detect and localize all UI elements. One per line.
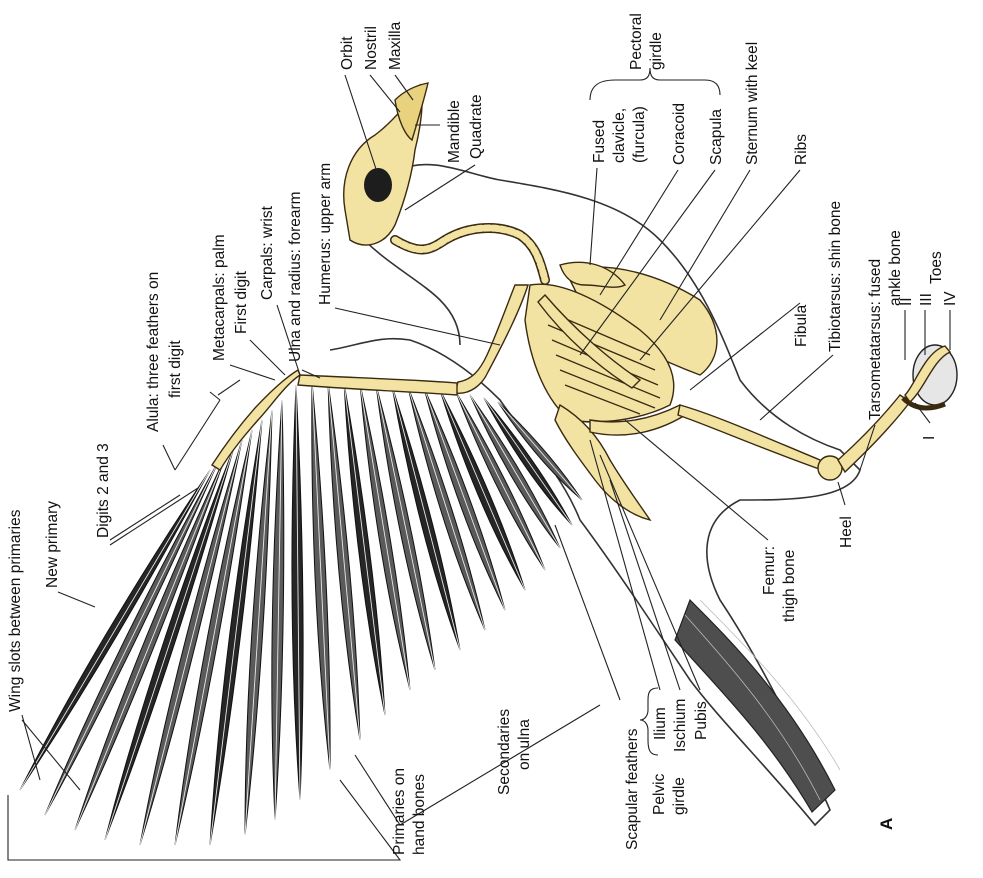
label-ribs: Ribs	[793, 134, 810, 165]
label-alula-2: first digit	[167, 340, 184, 398]
label-pelvic-girdle-1: Pelvic	[651, 773, 668, 815]
label-primaries-1: Primaries on	[391, 768, 408, 855]
label-toe-III: III	[918, 293, 935, 306]
label-scapula: Scapula	[708, 109, 725, 165]
label-ilium: Ilium	[652, 707, 669, 740]
label-orbit: Orbit	[339, 36, 356, 70]
label-mandible: Mandible	[446, 100, 463, 163]
label-metacarpals: Metacarpals: palm	[211, 234, 228, 361]
furcula-bone	[560, 262, 625, 287]
label-nostril: Nostril	[363, 26, 380, 70]
orbit-socket	[364, 168, 392, 202]
label-tarsometatarsus-2: ankle bone	[887, 230, 904, 306]
label-pectoral-girdle-1: Pectoral	[628, 13, 645, 70]
feather-shaft	[328, 382, 360, 740]
label-fused-clavicle-1: Fused	[591, 120, 608, 163]
label-ulna-radius: Ulna and radius: forearm	[287, 191, 304, 362]
label-carpals: Carpals: wrist	[259, 205, 276, 300]
wing-feather	[292, 385, 303, 800]
wing-feather	[272, 400, 284, 820]
label-heel: Heel	[838, 516, 855, 548]
label-fused-clavicle-3: (furcula)	[631, 106, 648, 163]
label-secondaries-1: Secondaries	[496, 709, 513, 795]
label-wing-slots: Wing slots between primaries	[7, 509, 24, 712]
label-fibula: Fibula	[793, 304, 810, 347]
label-ischium: Ischium	[672, 699, 689, 752]
label-first-digit: First digit	[233, 270, 250, 334]
label-new-primary: New primary	[44, 501, 61, 588]
label-scapular-feathers: Scapular feathers	[624, 728, 641, 850]
label-femur-1: Femur:	[761, 546, 778, 595]
label-toe-II: II	[898, 297, 915, 306]
tibiotarsus-bone	[678, 405, 822, 470]
label-pelvic-girdle-2: girdle	[671, 777, 688, 815]
label-toes: Toes	[928, 251, 945, 284]
feather-shaft	[245, 410, 272, 835]
label-toe-IV: IV	[942, 291, 959, 306]
label-alula-1: Alula: three feathers on	[145, 272, 162, 432]
panel-letter: A	[877, 818, 896, 830]
label-pectoral-girdle-2: girdle	[648, 32, 665, 70]
label-quadrate: Quadrate	[468, 94, 485, 159]
labels: Wing slots between primaries New primary…	[7, 13, 959, 855]
label-coracoid: Coracoid	[671, 103, 688, 165]
humerus-bone	[455, 285, 528, 393]
label-fused-clavicle-2: clavicle,	[611, 108, 628, 163]
label-femur-2: thigh bone	[781, 550, 798, 622]
label-maxilla: Maxilla	[387, 21, 404, 70]
label-tibiotarsus: Tibiotarsus: shin bone	[827, 201, 844, 352]
feather-shaft	[470, 395, 560, 548]
label-toe-I: I	[921, 436, 938, 440]
label-tarsometatarsus-1: Tarsometatarsus: fused	[867, 259, 884, 420]
label-digits-2-3: Digits 2 and 3	[95, 443, 112, 538]
label-sternum: Sternum with keel	[744, 42, 761, 165]
label-pubis: Pubis	[693, 701, 710, 740]
label-primaries-2: hand bones	[411, 774, 428, 855]
label-secondaries-2: on ulna	[516, 719, 533, 770]
label-humerus: Humerus: upper arm	[317, 163, 334, 305]
